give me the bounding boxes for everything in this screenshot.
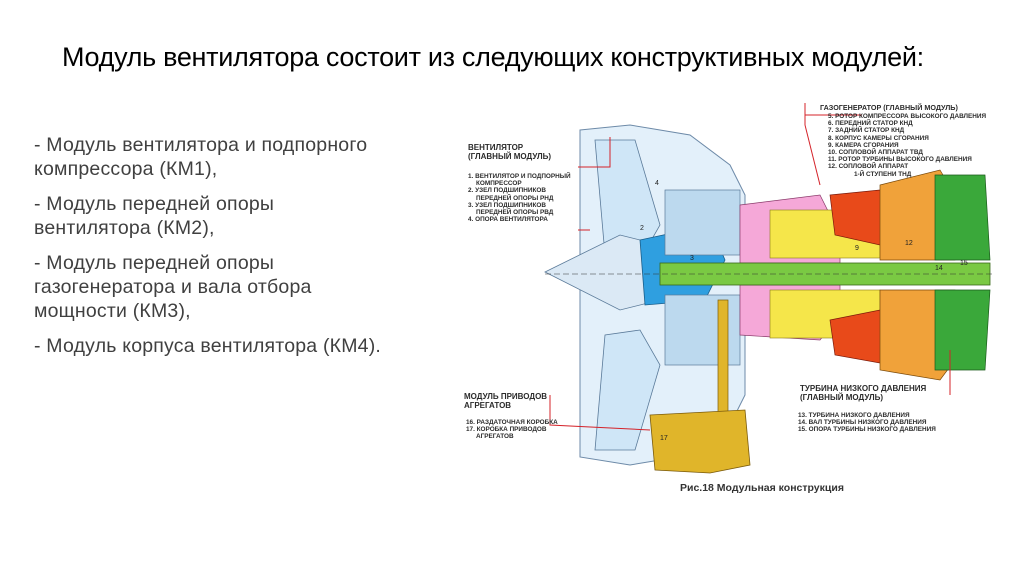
fan-module-header: ВЕНТИЛЯТОР (ГЛАВНЫЙ МОДУЛЬ) [468,143,552,161]
svg-text:2: 2 [640,225,644,232]
booster [664,189,741,256]
gearbox [649,409,751,474]
lpt-module-items: 13. ТУРБИНА НИЗКОГО ДАВЛЕНИЯ 14. ВАЛ ТУР… [798,412,936,434]
slide-title: Модуль вентилятора состоит из следующих … [62,42,924,72]
lpt-rear-lower [934,289,991,371]
svg-text:9: 9 [855,245,859,252]
bullet-list: - Модуль вентилятора и подпорного компре… [34,133,394,369]
fan-module-items: 1. ВЕНТИЛЯТОР И ПОДПОРНЫЙ КОМПРЕССОР 2. … [468,173,571,224]
gearbox-drive-shaft [717,299,729,431]
engine-cutaway: 4 2 3 9 12 14 15 17 [544,103,995,474]
svg-text:3: 3 [690,255,694,262]
engine-diagram: 4 2 3 9 12 14 15 17 ВЕНТИЛЯТОР (ГЛАВНЫЙ … [460,95,1000,505]
lpt-rear-upper [934,174,991,261]
svg-text:12: 12 [905,240,913,247]
lpt-module-header: ТУРБИНА НИЗКОГО ДАВЛЕНИЯ (ГЛАВНЫЙ МОДУЛЬ… [800,384,927,402]
fan-blade-lower [594,329,661,451]
svg-text:4: 4 [655,180,659,187]
gearbox-module-header: МОДУЛЬ ПРИВОДОВ АГРЕГАТОВ [464,392,548,410]
gearbox-module-items: 16. РАЗДАТОЧНАЯ КОРОБКА 17. КОРОБКА ПРИВ… [466,419,558,441]
callout-lines [549,103,951,431]
svg-text:14: 14 [935,265,943,272]
bullet-km3: - Модуль передней опоры газогенератора и… [34,252,312,322]
part-numbers: 4 2 3 9 12 14 15 17 [640,180,968,442]
figure-caption: Рис.18 Модульная конструкция [680,482,844,494]
svg-text:15: 15 [960,260,968,267]
gasgen-module-header: ГАЗОГЕНЕРАТОР (ГЛАВНЫЙ МОДУЛЬ) [820,103,958,112]
bullet-km2: - Модуль передней опоры вентилятора (КМ2… [34,193,275,239]
bullet-km1: - Модуль вентилятора и подпорного компре… [34,134,368,180]
bullet-km4: - Модуль корпуса вентилятора (КМ4). [34,335,382,357]
booster-lower [664,294,741,366]
svg-text:17: 17 [660,435,668,442]
gasgen-module-items: 5. РОТОР КОМПРЕССОРА ВЫСОКОГО ДАВЛЕНИЯ 6… [828,113,987,178]
